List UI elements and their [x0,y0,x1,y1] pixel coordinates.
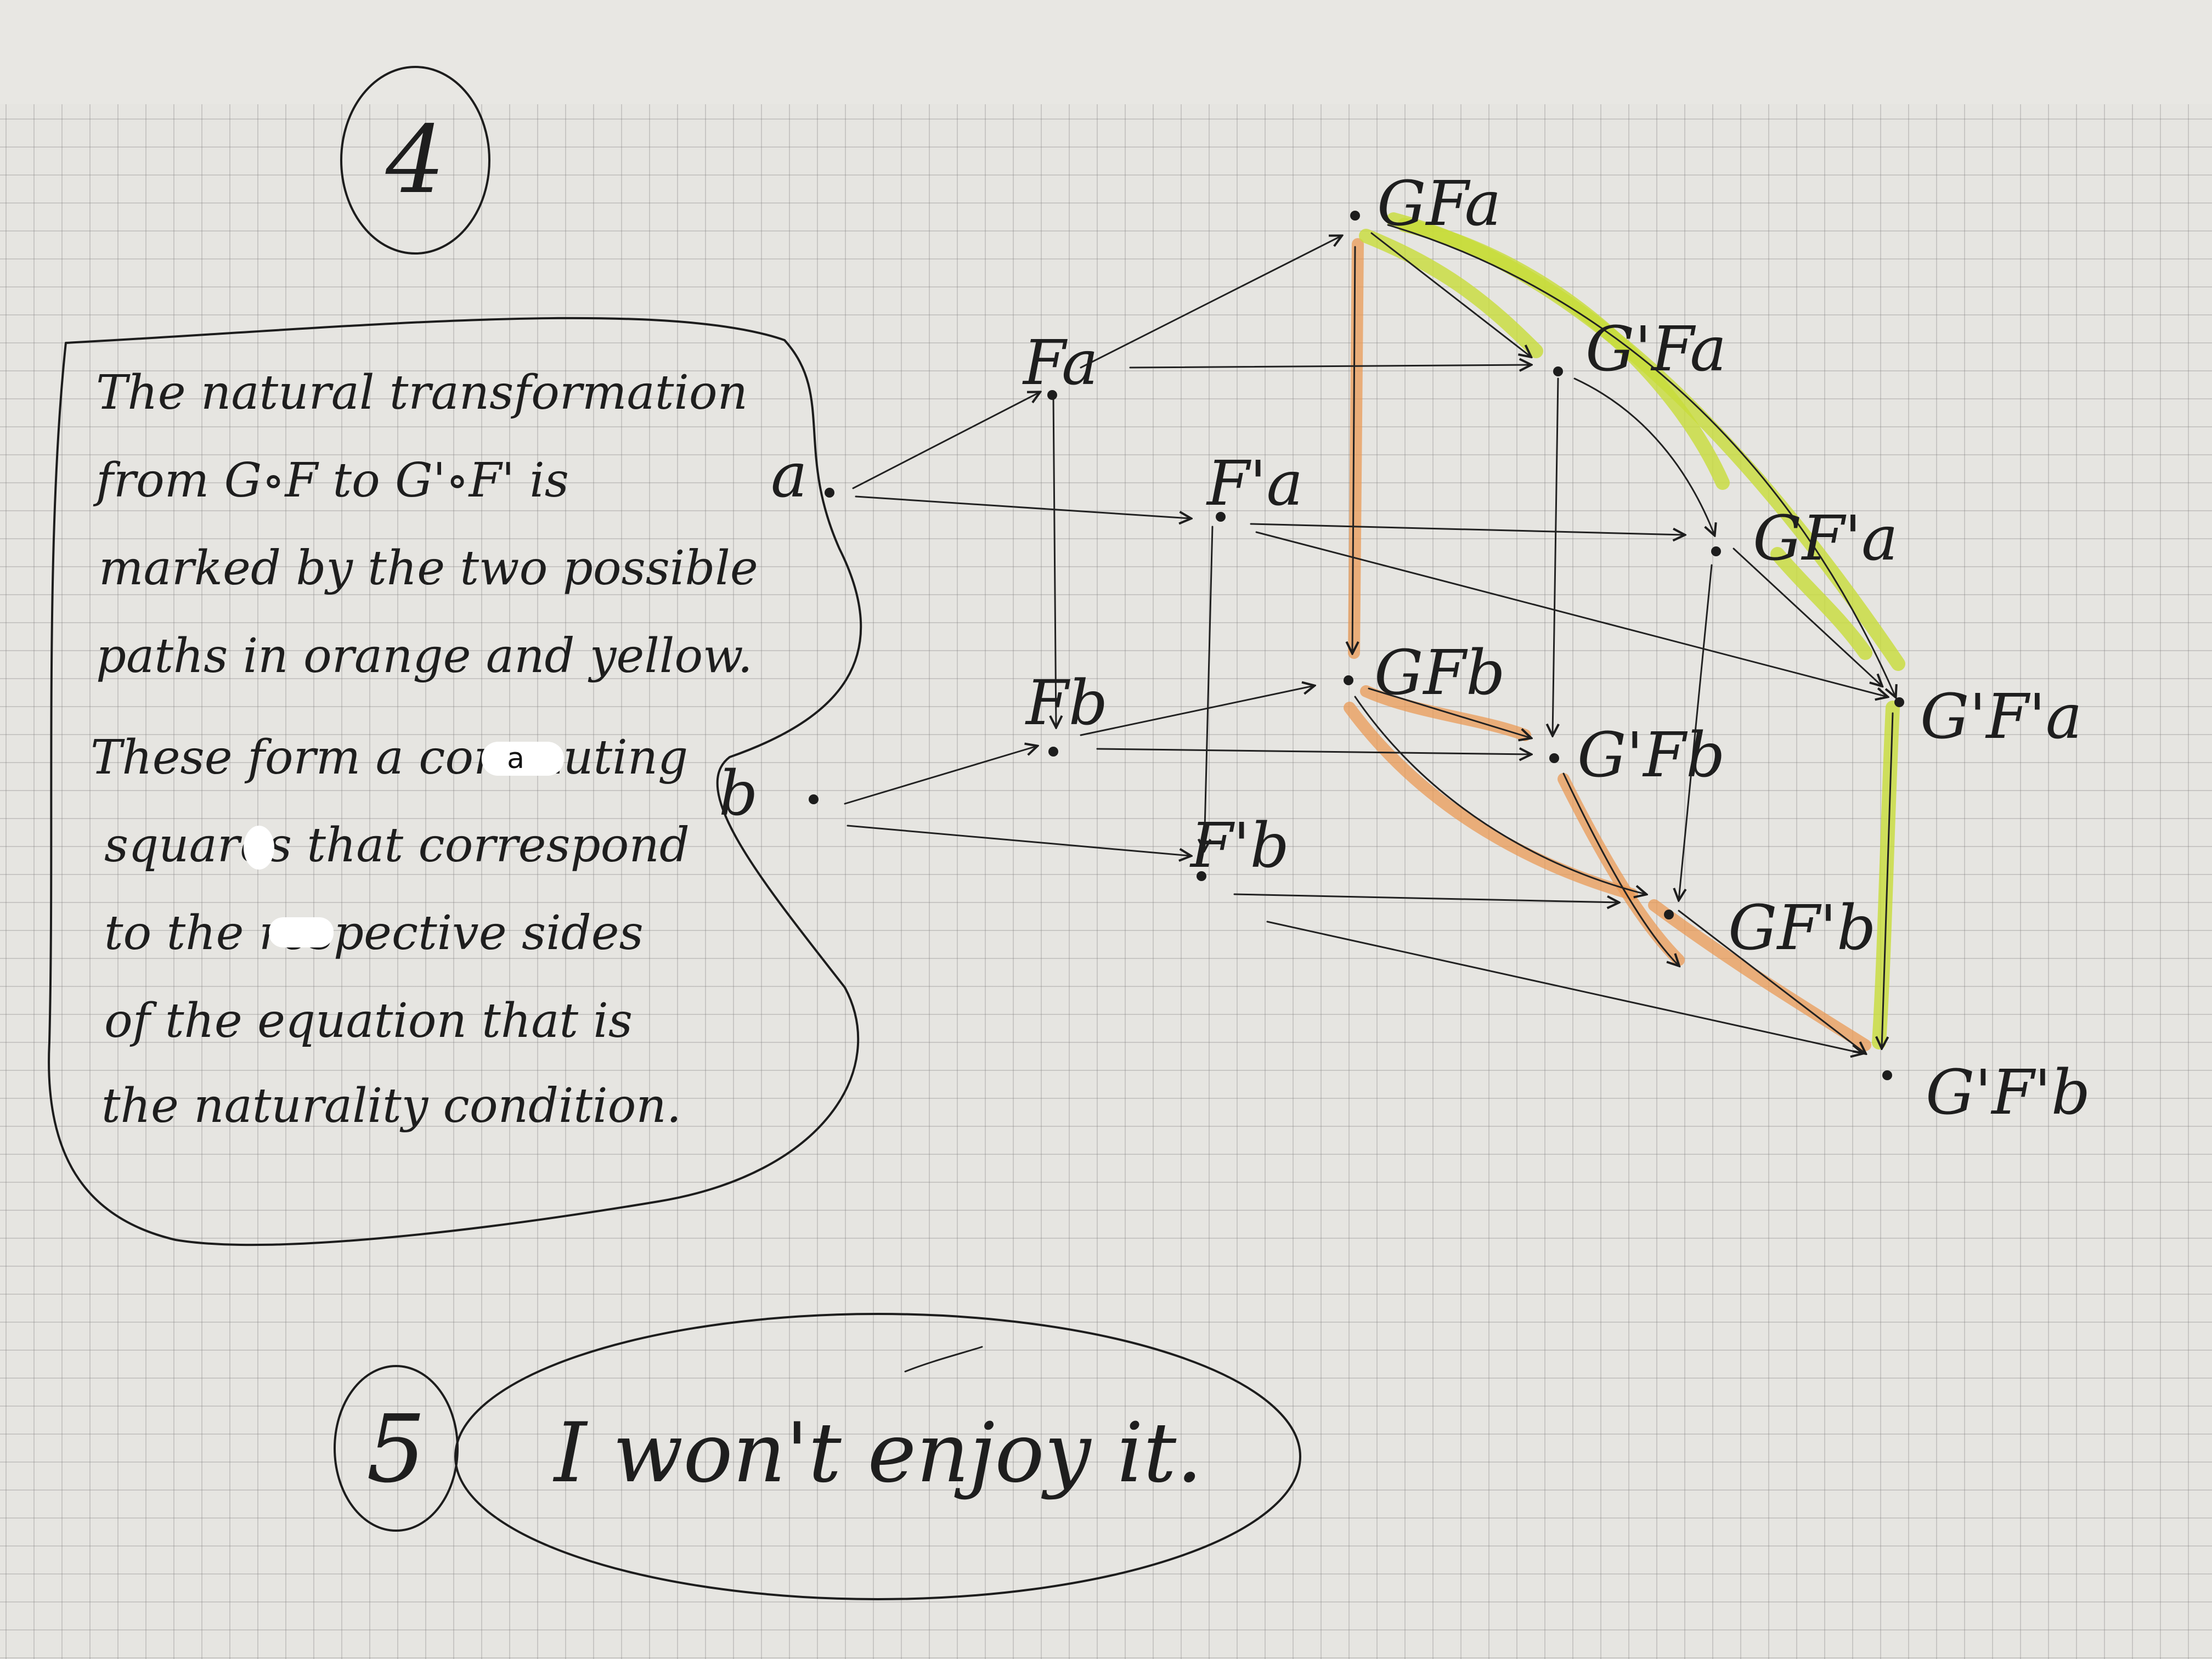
node-F1b: F'b [1189,810,1289,882]
redaction-blob [269,917,334,947]
section-5-bubble [454,1313,1301,1600]
section-5-circle [334,1365,459,1532]
diagram-node-labels: a b Fa Fb F'a F'b GFa G'Fa GF'a G'F'a GF… [719,168,2090,1128]
node-Fb: Fb [1025,668,1108,739]
node-GFb: GFb [1374,637,1505,709]
note-line: The natural transformation [96,365,748,420]
node-b: b [719,758,758,830]
note-line: These form a commuting [91,730,688,785]
section-5-text: I won't enjoy it. [552,1406,1203,1501]
node-GFa: GFa [1377,168,1501,240]
node-G1Fa: G'Fa [1585,314,1726,385]
pen-stroke [904,1346,983,1373]
node-G1Fb: G'Fb [1577,720,1725,791]
node-GF1a: GF'a [1753,503,1898,574]
note-line: of the equation that is [104,994,633,1048]
section-4-marker: 4 [340,66,490,255]
redaction-label: a [507,742,524,775]
diagram-arrows [844,224,1895,1053]
node-G1F1a: G'F'a [1920,681,2083,753]
section-4-number: 4 [385,106,445,215]
note-line: squares that correspond [104,818,690,873]
section-5-number: 5 [366,1395,426,1504]
note-line: marked by the two possible [99,541,758,596]
redaction-marks: a [244,742,564,947]
note-line: paths in orange and yellow. [96,629,753,684]
node-G1F1b: G'F'b [1926,1057,2090,1128]
diagram-node-dots [809,211,1904,1080]
note-text: The natural transformation from G∘F to G… [91,365,758,1133]
note-line: to the respective sides [104,906,644,961]
node-GF1b: GF'b [1728,893,1876,964]
note-line: the naturality condition. [101,1079,681,1133]
node-Fa: Fa [1022,328,1098,399]
redaction-blob [482,742,564,776]
node-F1a: F'a [1206,448,1303,520]
redaction-blob [244,826,274,870]
section-5: 5 I won't enjoy it. [334,1313,1301,1600]
note-bubble-outline [48,317,862,1246]
node-a: a [771,440,808,511]
note-line: from G∘F to G'∘F' is [93,453,569,508]
